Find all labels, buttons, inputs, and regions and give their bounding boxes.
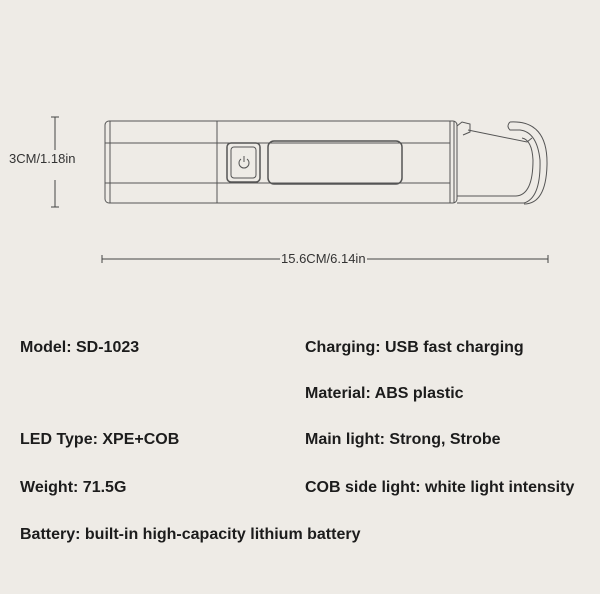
spec-material: Material: ABS plastic — [305, 385, 464, 402]
cob-light-window — [267, 140, 403, 185]
spec-battery: Battery: built-in high-capacity lithium … — [20, 526, 361, 543]
spec-charging: Charging: USB fast charging — [305, 339, 524, 356]
power-button — [226, 142, 261, 183]
carabiner-hook — [456, 121, 548, 205]
flashlight-body — [104, 120, 458, 204]
spec-model: Model: SD-1023 — [20, 339, 140, 356]
height-dimension-line — [51, 116, 59, 208]
length-label: 15.6CM/6.14in — [280, 251, 367, 266]
spec-cob-side-light: COB side light: white light intensity — [305, 479, 575, 496]
spec-main-light: Main light: Strong, Strobe — [305, 431, 501, 448]
spec-led-type: LED Type: XPE+COB — [20, 431, 180, 448]
spec-weight: Weight: 71.5G — [20, 479, 127, 496]
height-label: 3CM/1.18in — [8, 151, 77, 166]
power-icon — [238, 158, 250, 169]
